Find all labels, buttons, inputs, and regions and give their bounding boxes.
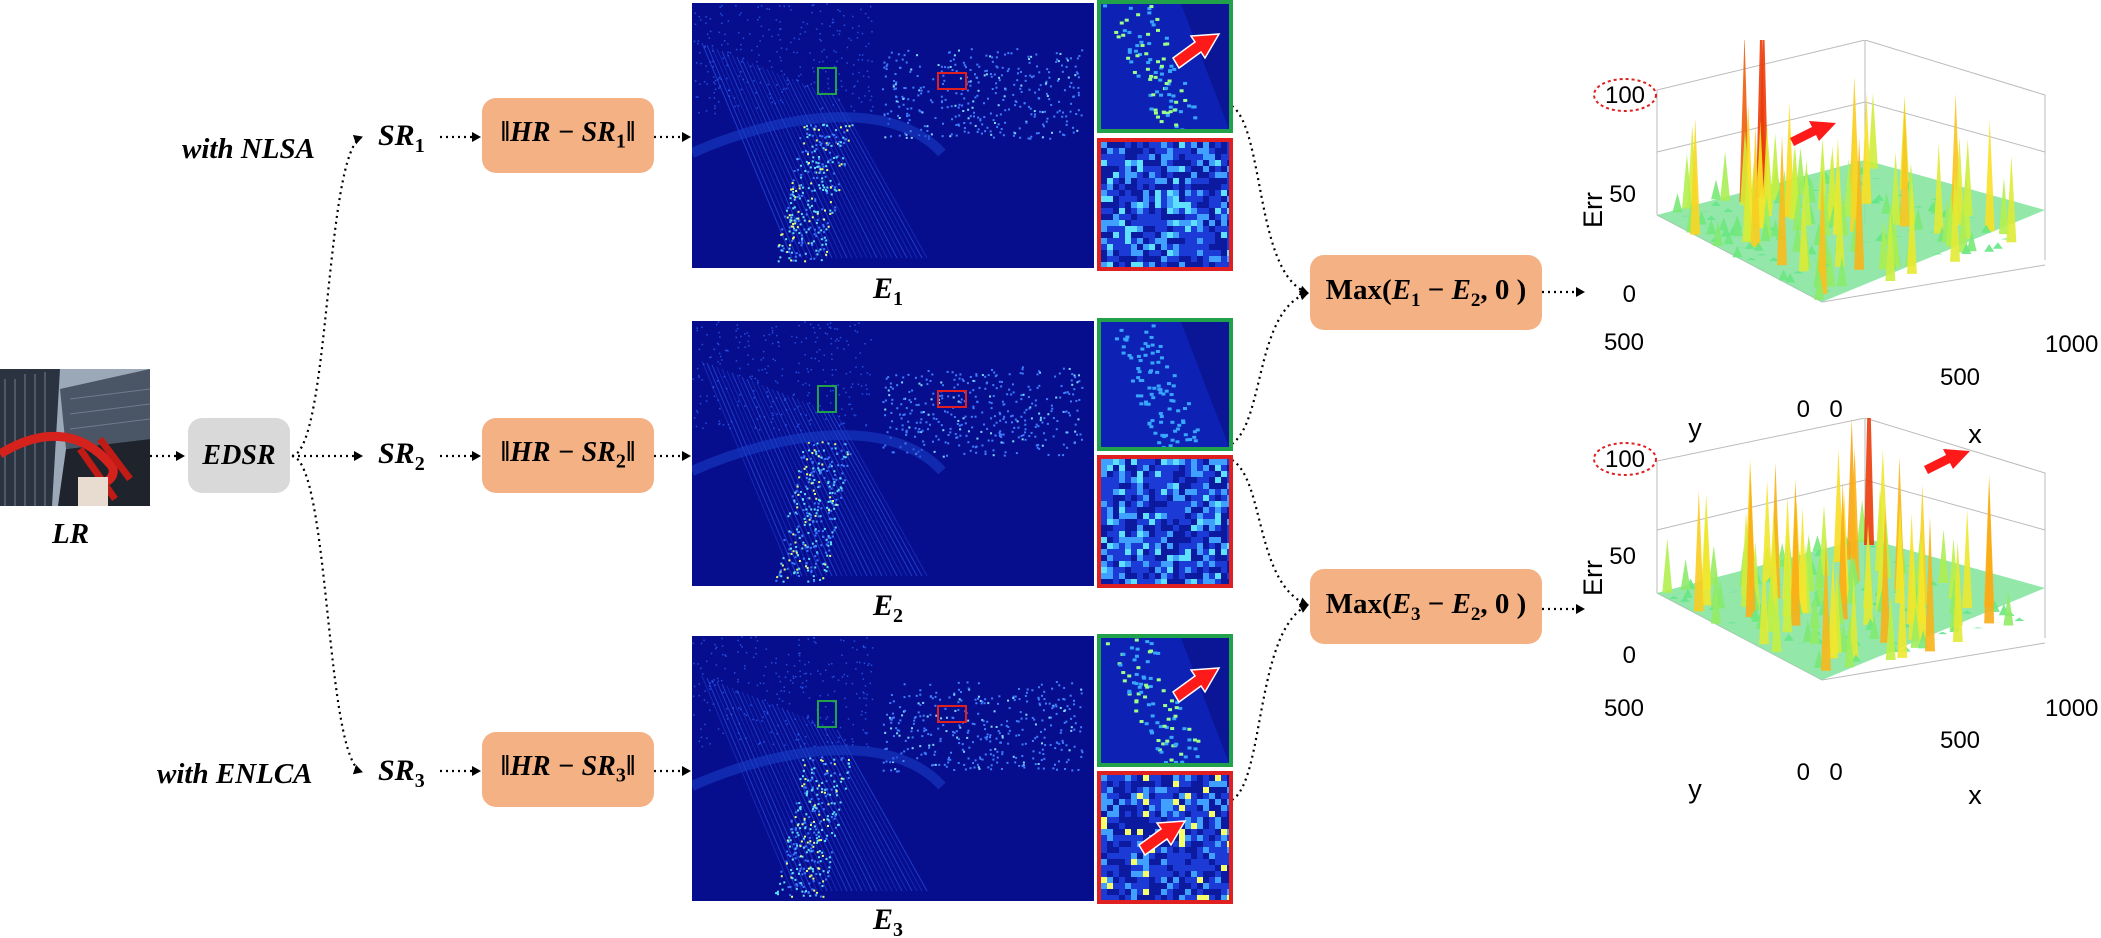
crop-e3-red: [1097, 771, 1233, 904]
plot1-arrow-marker: [1790, 121, 1836, 146]
sr3-label: SR3: [378, 754, 425, 792]
plot2-xlabel: x: [1968, 780, 1982, 810]
max-box-2: Max(E3 − E2, 0 ): [1310, 569, 1542, 644]
variant-label-enlca: with ENLCA: [157, 758, 313, 790]
error-map-e3: [692, 636, 1094, 901]
lr-input-image: [0, 369, 150, 506]
plot2-ztick-50: 50: [1609, 543, 1636, 570]
error-map-e1: [692, 3, 1094, 268]
plot2-zlabel: Err: [1578, 560, 1608, 596]
edsr-box: EDSR: [188, 418, 290, 493]
crop-e1-red: [1097, 138, 1233, 271]
edsr-label: EDSR: [202, 439, 276, 471]
plot2-ztick-100: 100: [1605, 446, 1645, 473]
lr-label: LR: [52, 518, 90, 550]
e2-label: E2: [873, 589, 904, 627]
max-box-1: Max(E1 − E2, 0 ): [1310, 255, 1542, 330]
crop-e2-green: [1097, 318, 1233, 451]
plot1-xlabel: x: [1968, 419, 1982, 449]
surface-plot-1: 100 50 0 Err 500 0 0 500 1000 y x: [1578, 40, 2098, 449]
plot2-ytick-500: 500: [1604, 695, 1644, 722]
plot2-ztick-0: 0: [1623, 642, 1636, 669]
arrow-e1-to-max1: [1231, 105, 1309, 296]
crop-e2-red: [1097, 455, 1233, 588]
plot2-surface: [1657, 418, 2045, 680]
diff-box-3: ‖HR − SR3‖: [482, 732, 654, 807]
crop-e3-green: [1097, 634, 1233, 767]
plot2-arrow-marker: [1924, 449, 1970, 474]
plot2-ylabel: y: [1688, 774, 1702, 804]
e1-label: E1: [873, 272, 904, 310]
plot1-xtick-1000: 1000: [2045, 331, 2098, 358]
plot1-ztick-50: 50: [1609, 181, 1636, 208]
variant-label-nlsa: with NLSA: [182, 133, 315, 165]
plot1-ztick-0: 0: [1623, 281, 1636, 308]
crop-e1-green: [1097, 0, 1233, 133]
plot2-xtick-1000: 1000: [2045, 695, 2098, 722]
error-map-e2: [692, 321, 1094, 586]
arrow-edsr-to-sr3: [291, 454, 363, 775]
plot1-surface: [1657, 40, 2045, 302]
plot2-ytick-0: 0: [1797, 759, 1810, 786]
plot2-xtick-0: 0: [1829, 759, 1842, 786]
diff-box-2: ‖HR − SR2‖: [482, 418, 654, 493]
plot1-xtick-500: 500: [1940, 364, 1980, 391]
arrow-edsr-to-sr1: [291, 135, 363, 458]
plot1-xtick-0: 0: [1829, 396, 1842, 423]
surface-plot-2: 100 50 0 Err 500 0 0 500 1000 y x: [1578, 418, 2098, 810]
sr2-label: SR2: [378, 437, 425, 475]
e3-label: E3: [873, 903, 904, 938]
plot1-ztick-100: 100: [1605, 82, 1645, 109]
plot1-highlight-ellipse: [1593, 78, 1657, 112]
diff-box-1: ‖HR − SR1‖: [482, 98, 654, 173]
plot1-zlabel: Err: [1578, 192, 1608, 228]
arrow-e3-to-max2: [1231, 603, 1309, 801]
plot1-ytick-500: 500: [1604, 329, 1644, 356]
sr1-label: SR1: [378, 119, 425, 157]
plot1-ylabel: y: [1688, 413, 1702, 443]
arrow-e2-to-max2: [1231, 459, 1309, 607]
plot2-highlight-ellipse: [1593, 442, 1657, 476]
plot2-xtick-500: 500: [1940, 727, 1980, 754]
arrow-e2-to-max1: [1231, 290, 1309, 445]
plot1-ytick-0: 0: [1797, 396, 1810, 423]
